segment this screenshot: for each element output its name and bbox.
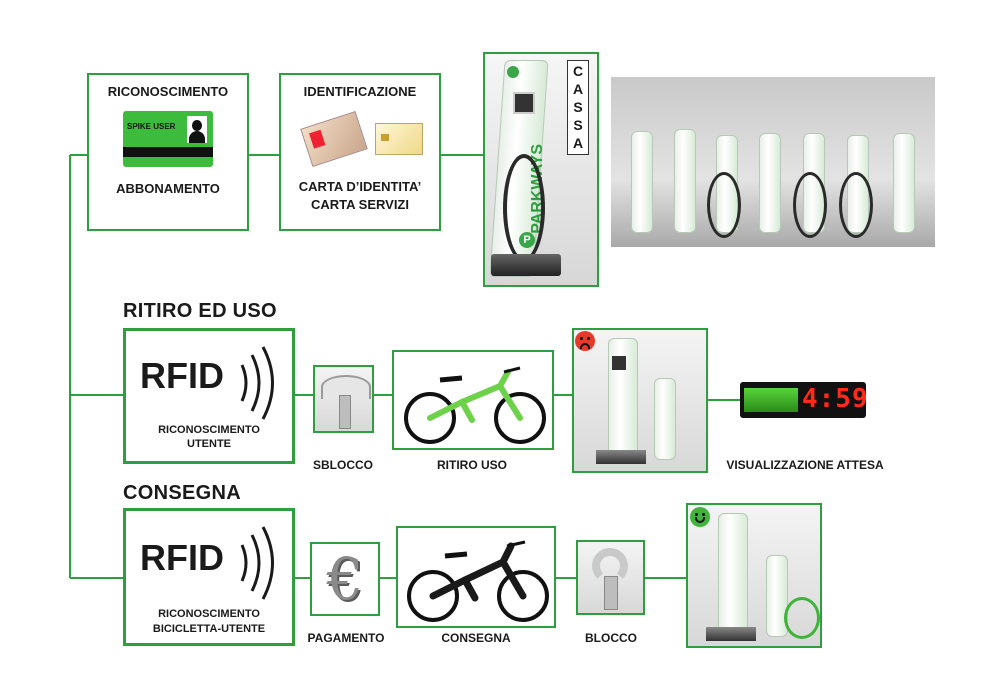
rfid-waves-icon-2 — [240, 526, 274, 600]
ritiro-uso-label: RITIRO USO — [436, 458, 507, 472]
consegna-label: CONSEGNA — [441, 631, 511, 645]
sad-face-icon — [575, 331, 595, 351]
ritiro-section-title: RITIRO ED USO — [123, 300, 277, 322]
identificazione-caption-1: CARTA D’IDENTITA’ — [298, 179, 422, 194]
id-card-icon: SPIKE USER — [123, 111, 213, 167]
card-photo — [187, 116, 207, 143]
rfid-waves-icon — [240, 346, 274, 420]
consegna-rfid-box: RFID RICONOSCIMENTO BICICLETTA-UTENTE — [123, 508, 295, 646]
consegna-rfid-caption-2: BICICLETTA-UTENTE — [152, 623, 266, 635]
station-bike-2 — [793, 172, 827, 238]
consegna-bike-box — [396, 526, 556, 628]
ritiro-kiosk-base — [596, 450, 646, 464]
consegna-kiosk-2 — [766, 555, 788, 637]
consegna-kiosk-base — [706, 627, 756, 641]
cassa-letter-1: C — [572, 63, 584, 79]
station-row-photo — [611, 77, 935, 247]
station-kiosk-2 — [674, 129, 696, 233]
identificazione-title: IDENTIFICAZIONE — [303, 84, 417, 99]
consegna-section-title: CONSEGNA — [123, 482, 241, 504]
sblocco-lock-photo — [313, 365, 374, 433]
wait-display-bar — [744, 388, 798, 412]
cassa-letter-5: A — [572, 135, 584, 151]
cassa-label: C A S S A — [567, 60, 589, 155]
station-kiosk-1 — [631, 131, 653, 233]
happy-face-icon — [690, 507, 710, 527]
pagamento-label: PAGAMENTO — [307, 631, 385, 645]
wait-display-digits: 4:59 — [802, 384, 869, 414]
pagamento-box: € — [310, 542, 380, 616]
cassa-letter-2: A — [572, 81, 584, 97]
black-bicycle-icon — [407, 540, 549, 622]
bicycle-icon — [404, 366, 546, 444]
visualizzazione-label: VISUALIZZAZIONE ATTESA — [726, 458, 884, 472]
consegna-bike-wheel — [784, 597, 820, 639]
station-bike-3 — [839, 172, 873, 238]
service-card-icon — [375, 123, 423, 155]
identificazione-box: IDENTIFICAZIONE CARTA D’IDENTITA’ CARTA … — [279, 73, 441, 231]
riconoscimento-box: RICONOSCIMENTO SPIKE USER ABBONAMENTO — [87, 73, 249, 231]
consegna-rfid-caption-1: RICONOSCIMENTO — [158, 608, 260, 620]
identity-cards-icon — [300, 111, 368, 167]
wait-display: 4:59 — [740, 382, 869, 418]
identificazione-caption-2: CARTA SERVIZI — [311, 197, 409, 212]
ritiro-rfid-box: RFID RICONOSCIMENTO UTENTE — [123, 328, 295, 464]
ritiro-rfid-caption-1: RICONOSCIMENTO — [158, 424, 260, 436]
consegna-kiosk-photo — [686, 503, 822, 648]
ritiro-rfid-text: RFID — [140, 355, 224, 396]
station-kiosk-4 — [759, 133, 781, 233]
kiosk-screen — [513, 92, 535, 114]
ritiro-kiosk-2 — [654, 378, 676, 460]
consegna-kiosk-1 — [718, 513, 748, 635]
lock-closed-icon — [592, 548, 628, 584]
riconoscimento-title: RICONOSCIMENTO — [107, 84, 229, 99]
ritiro-kiosk-photo — [572, 328, 708, 473]
blocco-label: BLOCCO — [585, 631, 637, 645]
kiosk-p-logo: P — [519, 232, 535, 248]
card-label: SPIKE USER — [127, 122, 176, 131]
cassa-letter-3: S — [573, 99, 583, 115]
ritiro-bike-box — [392, 350, 554, 450]
kiosk-base — [491, 254, 561, 276]
station-kiosk-7 — [893, 133, 915, 233]
riconoscimento-caption: ABBONAMENTO — [116, 181, 220, 196]
ritiro-rfid-caption-2: UTENTE — [187, 438, 231, 450]
cassa-letter-4: S — [573, 117, 583, 133]
station-bike-1 — [707, 172, 741, 238]
card-stripe — [123, 147, 213, 157]
blocco-lock-photo — [576, 540, 645, 615]
sblocco-label: SBLOCCO — [313, 458, 373, 472]
consegna-rfid-text: RFID — [140, 537, 224, 578]
euro-icon: € — [326, 545, 364, 613]
kiosk-logo — [507, 66, 519, 78]
